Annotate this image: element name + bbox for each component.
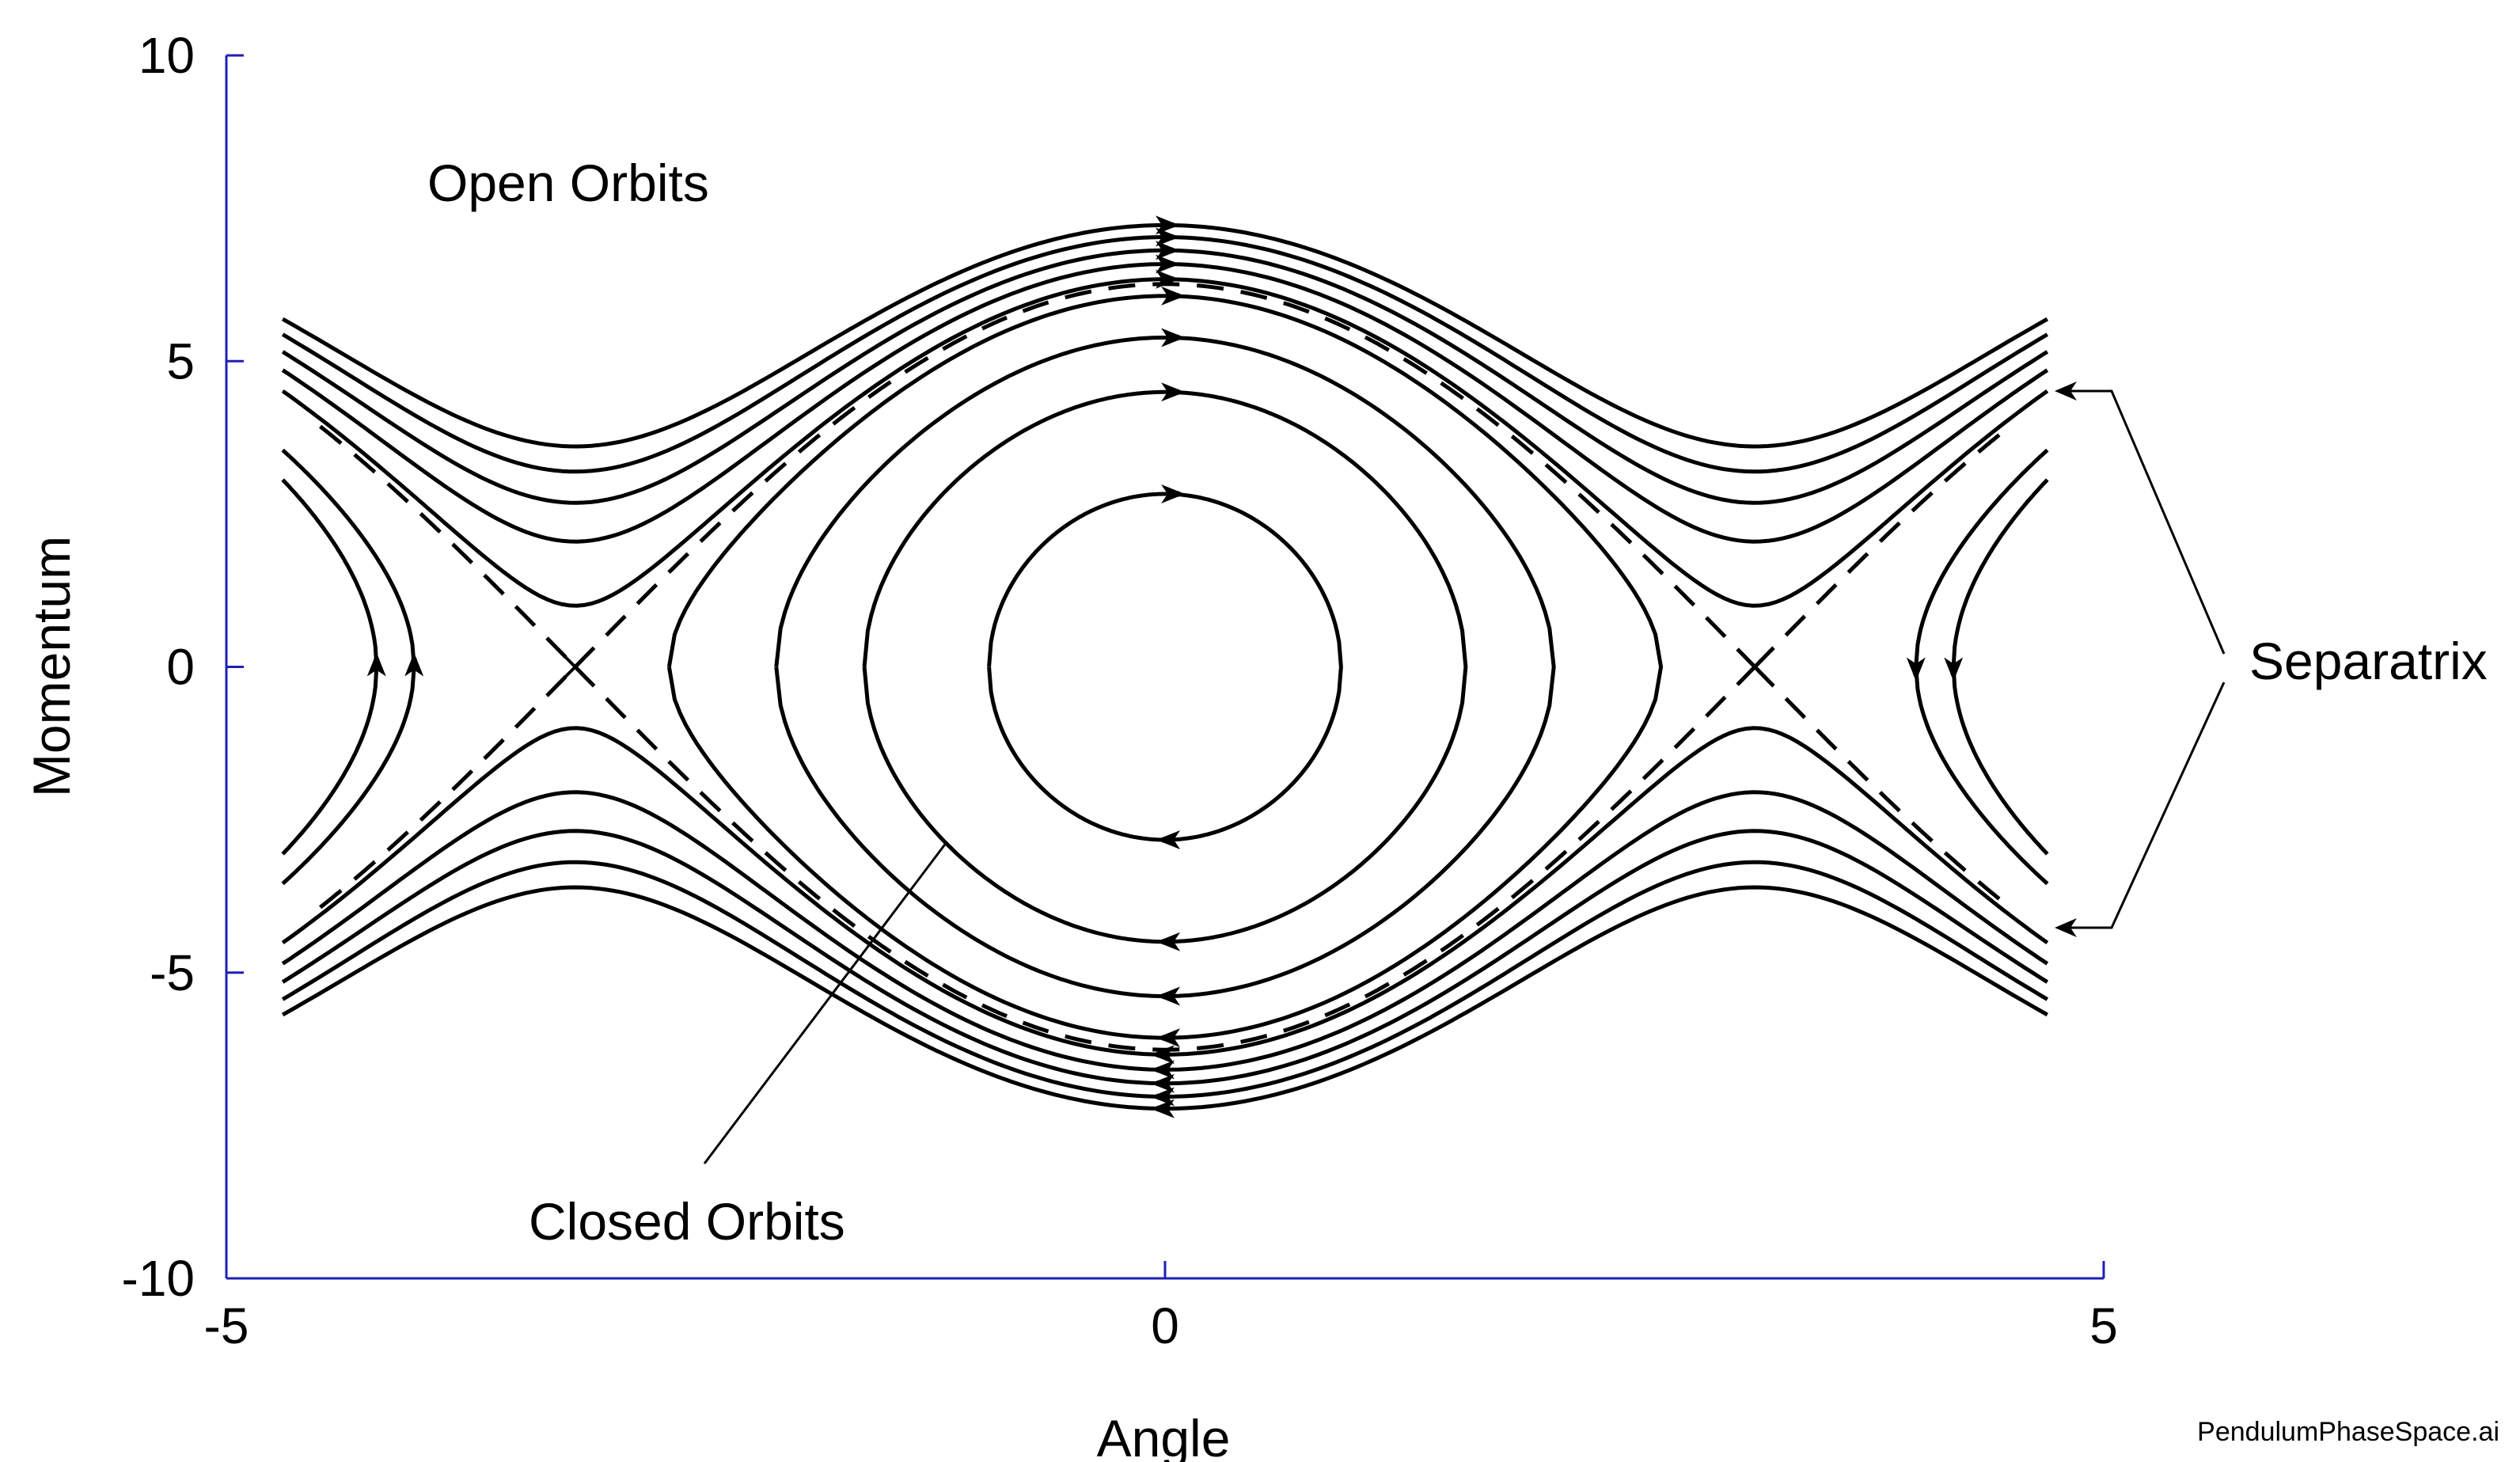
flow-arrow-open-lower-head	[1151, 1073, 1175, 1093]
y-tick-label: -10	[122, 1250, 195, 1307]
saddle-point-marker	[563, 655, 588, 679]
file-name-label: PendulumPhaseSpace.ai	[2197, 1417, 2499, 1447]
x-tick-label: 0	[1151, 1297, 1179, 1354]
closed-orbit	[774, 336, 1556, 998]
closed-orbit	[666, 294, 1664, 1040]
flow-arrows	[366, 215, 1964, 1118]
flow-arrow-open-upper-head	[1156, 227, 1179, 247]
closed-orbit	[987, 492, 1343, 842]
flow-arrow-side-left-head	[404, 652, 424, 677]
flow-arrow-closed-upper-head	[1161, 382, 1186, 402]
flow-arrow-closed-upper-head	[1161, 328, 1186, 347]
side-orbit-left	[281, 448, 416, 886]
separatrix-right-upper	[1753, 424, 2011, 669]
x-axis-title: Angle	[1097, 1409, 1231, 1462]
flow-arrow-open-upper-head	[1156, 241, 1179, 260]
flow-arrow-open-lower-head	[1151, 1087, 1175, 1107]
open-orbit-lower	[281, 860, 2049, 1099]
open-orbit-lower	[281, 726, 2049, 1057]
flow-arrow-closed-lower-head	[1156, 986, 1181, 1006]
flow-arrow-open-upper-head	[1156, 269, 1179, 289]
flow-arrow-side-right-head	[1906, 657, 1926, 682]
flow-arrow-side-left-head	[366, 652, 386, 677]
separatrix-pointer-lower	[2059, 682, 2226, 929]
flow-arrow-closed-upper-head	[1161, 286, 1186, 306]
y-tick-label: -5	[150, 944, 195, 1001]
open-orbits-label: Open Orbits	[427, 154, 709, 212]
separatrix-label: Separatrix	[2249, 632, 2488, 690]
separatrix-left-lower	[319, 665, 577, 909]
flow-arrow-open-lower-head	[1151, 1099, 1175, 1118]
separatrix-pointer-upper-head	[2055, 382, 2077, 401]
annotations: Open Orbits Closed Orbits Separatrix	[427, 154, 2488, 1251]
closed-orbit	[862, 389, 1468, 944]
flow-arrow-closed-lower-head	[1156, 830, 1181, 849]
separatrix-left-upper	[319, 424, 577, 669]
closed-orbits-label: Closed Orbits	[529, 1192, 845, 1251]
flow-arrow-closed-lower-head	[1156, 1028, 1181, 1048]
flow-arrow-open-upper-head	[1156, 254, 1179, 274]
flow-arrow-closed-lower-head	[1156, 932, 1181, 951]
x-tick-label: -5	[204, 1297, 249, 1354]
y-axis-title: Momentum	[22, 536, 81, 797]
side-orbit-right	[1914, 448, 2049, 886]
y-tick-label: 5	[166, 332, 195, 389]
flow-arrow-open-upper-head	[1156, 215, 1179, 235]
separatrix-pointer-upper	[2059, 389, 2226, 655]
y-tick-label: 10	[139, 27, 195, 84]
orbit-curves	[281, 222, 2049, 1111]
open-orbit-lower	[281, 829, 2049, 1086]
flow-arrow-closed-upper-head	[1161, 484, 1186, 504]
separatrix-pointer-lower-head	[2055, 918, 2077, 937]
y-tick-label: 0	[166, 639, 195, 696]
flow-arrow-open-lower-head	[1151, 1045, 1175, 1065]
flow-arrow-side-right-head	[1944, 657, 1964, 682]
closed-orbits-pointer	[703, 841, 948, 1164]
separatrix-right-lower	[1753, 665, 2011, 909]
separatrix-lower	[574, 665, 1756, 1052]
flow-arrow-open-lower-head	[1151, 1060, 1175, 1080]
open-orbit-upper	[281, 277, 2049, 608]
x-tick-label: 5	[2089, 1297, 2118, 1354]
open-orbit-upper	[281, 234, 2049, 474]
